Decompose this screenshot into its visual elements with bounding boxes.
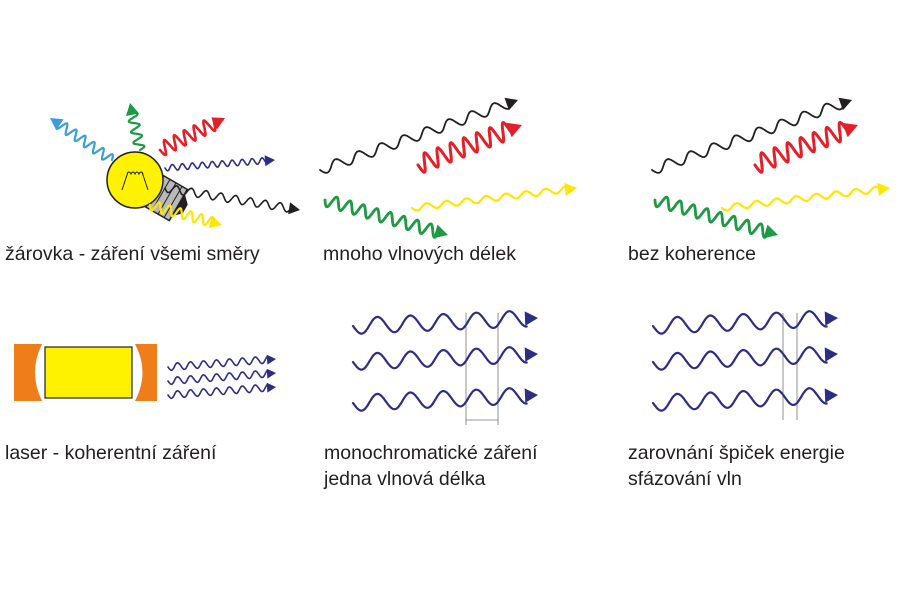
wave-red-arrowhead — [842, 122, 858, 138]
laser-beam-2-arrowhead — [266, 368, 276, 379]
phase-wave-3-arrowhead — [824, 388, 838, 403]
laser-beam-3 — [167, 382, 276, 400]
laser-beam-1 — [167, 354, 276, 372]
wave-green-arrowhead — [763, 224, 778, 239]
ray-green — [126, 103, 146, 152]
ray-blue — [50, 118, 115, 162]
phase-wave-3 — [651, 387, 838, 412]
ray-navy-arrowhead — [264, 155, 275, 167]
laser-beam-3-arrowhead — [266, 382, 276, 393]
laser-beam-1-arrowhead — [266, 354, 276, 365]
phase-wave-2-arrowhead — [824, 347, 838, 362]
mono-panel — [351, 310, 538, 425]
laser-caption: laser - koherentní záření — [5, 442, 217, 464]
coherence-panel — [651, 97, 890, 239]
wave-green — [653, 195, 778, 239]
ray-black-arrowhead — [288, 202, 300, 215]
wave-black-arrowhead — [838, 97, 852, 111]
phase-wave-1 — [651, 310, 838, 335]
phase-caption-line2: sfázování vln — [628, 468, 742, 490]
laser-mirror-right — [135, 344, 157, 401]
wave-red-arrowhead — [506, 122, 522, 138]
ray-red-arrowhead — [211, 117, 225, 130]
phase-panel — [651, 310, 838, 420]
wavelength-panel — [319, 97, 577, 239]
coherence-caption: bez koherence — [628, 243, 756, 265]
laser-panel — [14, 344, 276, 401]
mono-caption-line1: monochromatické záření — [324, 442, 538, 464]
ray-black — [164, 184, 300, 215]
wave-yellow-arrowhead — [877, 182, 890, 196]
mono-wave-2 — [351, 346, 538, 371]
mono-wave-3 — [351, 387, 538, 412]
wave-black-arrowhead — [504, 97, 518, 111]
wave-black — [651, 97, 852, 174]
ray-yellow-arrowhead — [208, 215, 222, 229]
phase-wave-2 — [651, 346, 838, 371]
laser-mirror-left — [14, 344, 42, 401]
wave-green-arrowhead — [433, 224, 448, 239]
wave-yellow-arrowhead — [564, 182, 577, 196]
ray-blue-arrowhead — [50, 118, 64, 131]
wave-red — [753, 120, 858, 174]
wavelengths-caption: mnoho vlnových délek — [323, 243, 516, 265]
ray-yellow — [148, 201, 222, 229]
wave-yellow — [410, 182, 577, 212]
phase-wave-1-arrowhead — [824, 311, 838, 326]
phase-caption-line1: zarovnání špiček energie — [628, 442, 845, 464]
mono-wave-1 — [351, 310, 538, 335]
mono-caption-line2: jedna vlnová délka — [324, 468, 486, 490]
wave-green — [323, 195, 448, 239]
mono-wave-3-arrowhead — [524, 388, 538, 403]
laser-beam-2 — [167, 368, 276, 386]
ray-navy — [164, 155, 275, 172]
ray-green-arrowhead — [126, 103, 139, 117]
wave-black — [319, 97, 518, 174]
bulb-panel — [50, 103, 300, 229]
ray-red — [158, 117, 225, 157]
bulb-caption: žárovka - záření všemi směry — [5, 243, 260, 265]
mono-wave-2-arrowhead — [524, 347, 538, 362]
mono-wave-1-arrowhead — [524, 311, 538, 326]
wave-red — [416, 120, 522, 174]
laser-medium — [44, 346, 133, 399]
wave-yellow — [720, 182, 890, 212]
